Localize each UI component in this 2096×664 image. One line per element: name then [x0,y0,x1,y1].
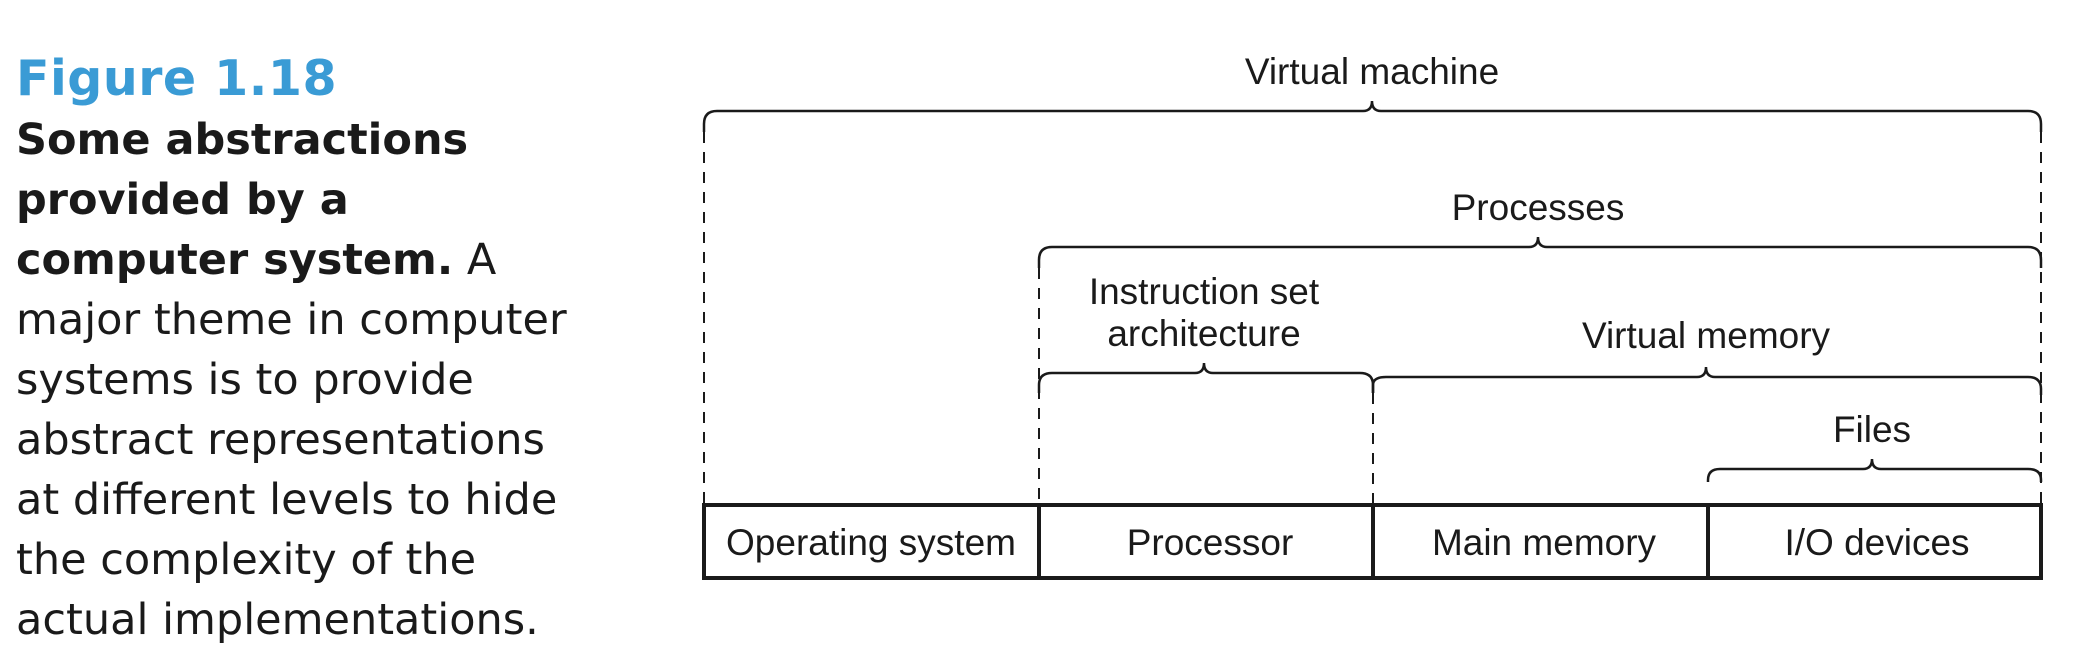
files-brace [1706,458,2043,482]
component-operating-system: Operating system [726,522,1016,563]
figure-caption: Figure 1.18 Some abstractions provided b… [16,48,576,650]
virtual-machine-label: Virtual machine [1245,51,1499,92]
component-io-devices: I/O devices [1784,522,1969,563]
caption-title: Some abstractions provided by a computer… [16,115,469,285]
virtual-machine-brace [702,100,2043,132]
files-label: Files [1833,409,1911,450]
component-main-memory: Main memory [1432,522,1657,563]
caption-body: Some abstractions provided by a computer… [16,110,576,650]
isa-label-line2: architecture [1107,313,1300,354]
virtual-memory-label: Virtual memory [1582,315,1831,356]
processes-brace [1037,236,2043,268]
processes-label: Processes [1452,187,1625,228]
isa-brace [1037,362,1375,393]
figure-label: Figure 1.18 [16,50,338,107]
component-processor: Processor [1127,522,1294,563]
virtual-memory-brace [1371,366,2043,395]
caption-description: A major theme in computer systems is to … [16,235,567,645]
isa-label-line1: Instruction set [1089,271,1320,312]
